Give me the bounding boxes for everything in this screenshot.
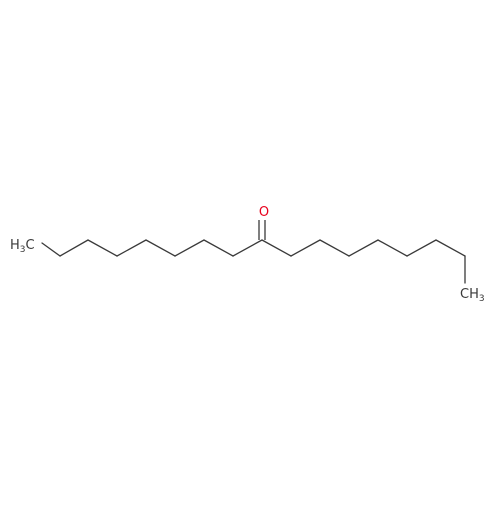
carbon-bond-12 <box>348 239 379 257</box>
carbon-bond-9 <box>261 239 292 257</box>
carbon-bond-14 <box>406 239 437 257</box>
carbon-bond-11 <box>319 239 350 257</box>
carbon-bond-1 <box>41 242 61 257</box>
carbon-bond-2 <box>59 239 89 257</box>
carbon-bond-3 <box>87 239 118 257</box>
right-methyl-label: CH3 <box>460 287 485 304</box>
carbon-bond-15 <box>435 239 466 257</box>
carbon-bond-7 <box>203 239 234 257</box>
bond-lines <box>41 220 466 284</box>
carbon-bond-6 <box>174 239 205 257</box>
left-methyl-label: H3C <box>10 238 35 255</box>
carbon-bond-4 <box>116 239 147 257</box>
carbon-bond-5 <box>145 239 176 257</box>
carbon-bond-8 <box>232 239 263 257</box>
carbon-bond-10 <box>290 239 321 257</box>
carbon-bond-13 <box>377 239 408 257</box>
carbonyl-oxygen-label: O <box>259 205 269 220</box>
